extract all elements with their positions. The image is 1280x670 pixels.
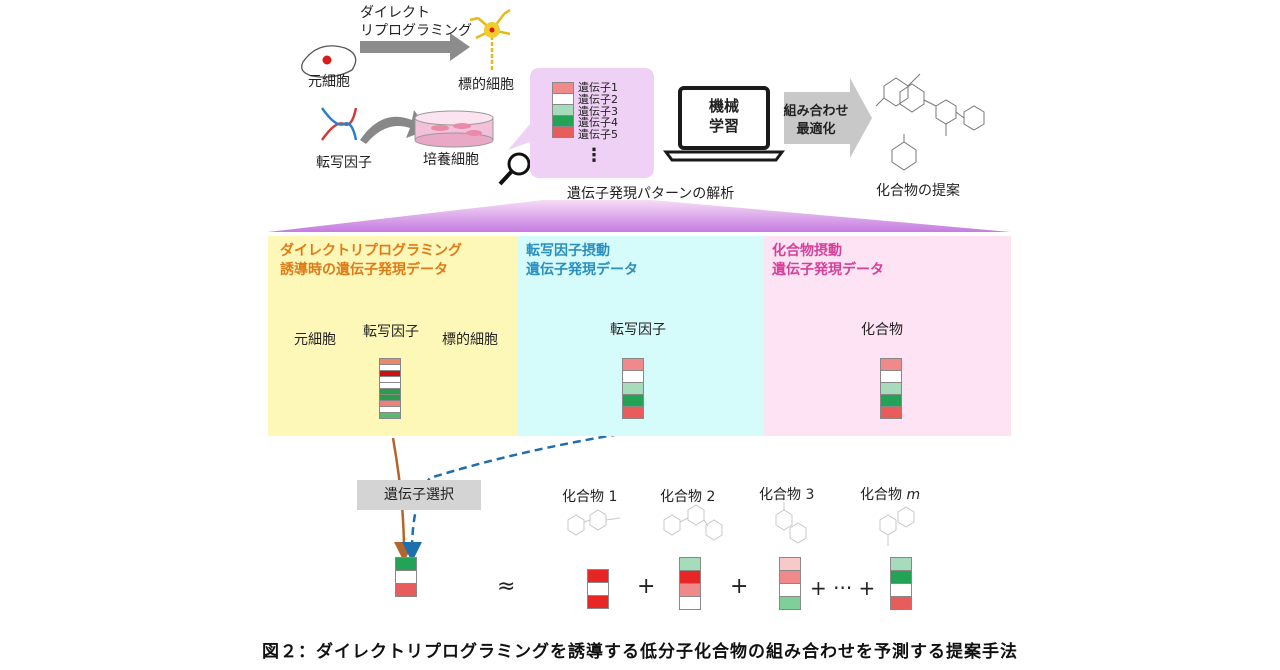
neuron-icon: [469, 8, 511, 70]
gene-label-2: 遺伝子2: [578, 92, 618, 106]
compound-1-label: 化合物 1: [562, 489, 618, 505]
panel-compound-perturbation: 化合物摂動 遺伝子発現データ 化合物: [764, 236, 1011, 436]
figure-caption: 図２：ダイレクトリプログラミングを誘導する低分子化合物の組み合わせを予測する提案…: [262, 642, 1018, 662]
optimization-label: 組み合わせ 最適化: [783, 104, 849, 137]
compound-3-strip: [779, 557, 801, 610]
gene-selection-box: 遺伝子選択: [357, 480, 481, 510]
molecule-icons: [875, 73, 985, 171]
dna-icon: [320, 107, 358, 141]
compound-2-label: 化合物 2: [660, 489, 716, 505]
panel-dr-target-label: 標的細胞: [442, 332, 498, 348]
cm-cell: [890, 596, 912, 610]
direct-reprogramming-arrow: [360, 33, 470, 61]
c3-cell: [779, 570, 801, 584]
c1-cell: [587, 582, 609, 596]
cp-cell: [880, 406, 902, 419]
c2-cell: [679, 583, 701, 597]
gene-callout: [508, 68, 654, 178]
plus-sign-1: +: [637, 574, 656, 599]
gene-label-1: 遺伝子1: [578, 81, 618, 94]
compound-proposal-label: 化合物の提案: [876, 183, 960, 199]
compound-1-strip: [587, 569, 609, 609]
panel-tf-title: 転写因子摂動 遺伝子発現データ: [526, 243, 638, 278]
culture-arrow: [360, 110, 428, 144]
machine-learning-label: 機械 学習: [708, 97, 739, 135]
source-cell-label: 元細胞: [308, 74, 350, 90]
cm-cell: [890, 570, 912, 584]
compound-3-label: 化合物 3: [759, 487, 815, 503]
target-cell: [395, 557, 417, 571]
panel-cp-title: 化合物摂動 遺伝子発現データ: [772, 243, 884, 278]
panel-dr-strip: [379, 358, 401, 419]
gene-cell-5: [552, 126, 574, 138]
panel-cp-strip: [880, 358, 902, 419]
cm-cell: [890, 583, 912, 597]
gene-label-5: 遺伝子5: [578, 128, 618, 142]
compound-m-label: 化合物 m: [860, 484, 920, 504]
panel-tf-perturbation: 転写因子摂動 遺伝子発現データ 転写因子: [518, 236, 764, 436]
c1-cell: [587, 569, 609, 583]
dr-cell: [379, 412, 401, 419]
source-cell-icon: [301, 45, 357, 78]
panel-dr-source-label: 元細胞: [294, 332, 336, 348]
cm-cell: [890, 557, 912, 571]
compound-m-index: m: [906, 487, 921, 503]
gene-label-4: 遺伝子4: [578, 116, 618, 130]
panel-tf-strip: [622, 358, 644, 419]
laptop-icon: [663, 86, 785, 162]
direct-reprogramming-label: ダイレクト リプログラミング: [360, 5, 472, 39]
compound-m-prefix: 化合物: [860, 487, 907, 503]
gene-label-3: 遺伝子3: [578, 104, 618, 118]
continuation-signs: + ··· +: [810, 576, 876, 600]
panel-tf-tf-label: 転写因子: [610, 322, 666, 338]
c3-cell: [779, 583, 801, 597]
culture-dish-icon: [414, 110, 494, 148]
panel-direct-reprogramming: ダイレクトリプログラミング 誘導時の遺伝子発現データ 元細胞 転写因子 標的細胞: [268, 236, 518, 436]
panel-dr-title: ダイレクトリプログラミング 誘導時の遺伝子発現データ: [280, 243, 462, 278]
tf-label: 転写因子: [316, 155, 372, 171]
target-cell: [395, 570, 417, 584]
compound-2-strip: [679, 557, 701, 610]
panel-dr-tf-label: 転写因子: [363, 324, 419, 340]
c3-cell: [779, 557, 801, 571]
expression-analysis-label: 遺伝子発現パターンの解析: [567, 186, 735, 202]
c1-cell: [587, 595, 609, 609]
tf-cell: [622, 406, 644, 419]
plus-sign-2: +: [730, 574, 749, 599]
culture-label: 培養細胞: [423, 152, 479, 168]
target-strip: [395, 557, 417, 597]
compound-m-strip: [890, 557, 912, 610]
c2-cell: [679, 570, 701, 584]
target-cell-label: 標的細胞: [458, 77, 514, 93]
c3-cell: [779, 596, 801, 610]
target-cell: [395, 583, 417, 597]
tf-selection-arrow: [402, 430, 633, 562]
gene-list: 遺伝子1 遺伝子2 遺伝子3 遺伝子4 遺伝子5: [578, 82, 618, 141]
panel-cp-compound-label: 化合物: [861, 322, 903, 338]
expand-fan: [268, 200, 1010, 232]
approx-sign: ≈: [497, 574, 516, 599]
c2-cell: [679, 557, 701, 571]
optimization-arrow: [784, 78, 872, 158]
compound-structure-icons: [567, 502, 915, 546]
gene-strip-top: [552, 82, 574, 138]
c2-cell: [679, 596, 701, 610]
gene-ellipsis: ⋮: [585, 145, 603, 166]
magnifier-icon: [498, 152, 531, 186]
